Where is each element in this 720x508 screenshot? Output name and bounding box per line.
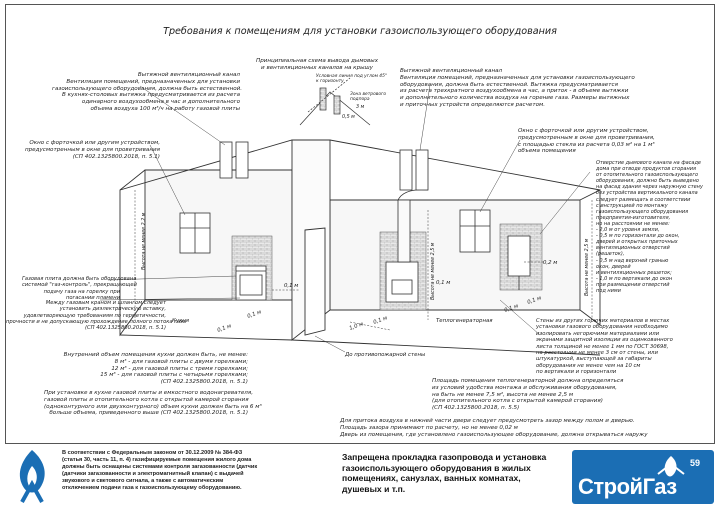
room-label-kitchen: Кухня bbox=[172, 318, 190, 324]
wall-height-right: Высота не менее 2,5 м bbox=[584, 238, 590, 296]
boiler-icon bbox=[385, 189, 429, 303]
footer-ban-text: Запрещена прокладка газопровода и устано… bbox=[342, 452, 547, 494]
note-door-gap: Для притока воздуха в нижней части двери… bbox=[340, 418, 648, 438]
window-left bbox=[179, 212, 211, 254]
roof-label-r2: 0,5 м bbox=[342, 114, 355, 120]
footer-law-text: В соответствии с Федеральным законом от … bbox=[62, 450, 258, 491]
wall-height-left: Высота не менее 2,2 м bbox=[141, 212, 147, 270]
gas-stove-icon bbox=[235, 265, 267, 301]
gas-flame-logo-icon bbox=[19, 450, 45, 503]
footer: В соответствии с Федеральным законом от … bbox=[0, 444, 720, 508]
dim-label: 0,1 м bbox=[284, 283, 298, 289]
note-kitchen-extra: При установке в кухне газовой плиты и ем… bbox=[44, 390, 262, 417]
brand-logo: 59 СтройГаз bbox=[572, 450, 714, 504]
brand-number: 59 bbox=[690, 458, 701, 468]
dim-label: 1,0 м bbox=[349, 321, 365, 332]
brand-flame-icon bbox=[657, 456, 685, 477]
note-vent-kitchen: Вытяжной вентиляционный канал Вентиляция… bbox=[52, 72, 243, 112]
dim-label: 0,1 м bbox=[247, 309, 263, 320]
dim-label: 0,1 м bbox=[436, 280, 450, 286]
roof-scheme bbox=[299, 77, 371, 126]
note-dielectric: Между газовым краном и шлангом следует у… bbox=[6, 300, 187, 332]
room-label-boiler: Теплогенераторная bbox=[436, 318, 493, 324]
dim-label: 0,2 м bbox=[543, 260, 557, 266]
dim-label: 0,1 м bbox=[373, 315, 389, 326]
roof-zone-label: Условная линия под углом 45° к горизонту bbox=[316, 74, 388, 85]
roof-label-r1: 3 м bbox=[356, 104, 365, 110]
window-right bbox=[459, 209, 491, 253]
dim-label: 0,1 м bbox=[217, 323, 233, 334]
roof-wind-label: Зона ветрового подпора bbox=[350, 92, 387, 103]
note-roof-scheme: Принципиальная схема вывода дымовых и ве… bbox=[255, 58, 379, 71]
note-wall-insulation: Стены из других горючих материалов в мес… bbox=[536, 318, 673, 376]
page-title: Требования к помещениям для установки га… bbox=[163, 26, 557, 37]
water-heater-icon bbox=[507, 235, 531, 290]
wall-height-mid: Высота не менее 2,5 м bbox=[430, 242, 436, 300]
note-vent-boiler: Вытяжной вентиляционный канал Вентиляция… bbox=[400, 68, 635, 108]
leader-lines bbox=[99, 84, 591, 353]
partition-wall bbox=[291, 139, 331, 341]
dim-label: 0,1 м bbox=[527, 295, 543, 306]
drawing-frame bbox=[5, 4, 715, 444]
note-window-boiler: Окно с форточкой или другим устройством,… bbox=[518, 128, 655, 155]
room-label-fire-wall: До противопожарной стены bbox=[344, 352, 426, 358]
note-kitchen-volume: Внутренний объем помещения кухни должен … bbox=[63, 352, 248, 386]
brand-name: СтройГаз bbox=[578, 474, 677, 499]
room-diagram: Высота не менее 2,2 м Высота не менее 2,… bbox=[99, 77, 601, 358]
note-chimney-outlet: Отверстие дымового канала на фасаде дома… bbox=[596, 160, 703, 294]
dimension-lines bbox=[134, 190, 593, 331]
vent-channels bbox=[219, 141, 429, 191]
note-boiler-area: Площадь помещения теплогенераторной долж… bbox=[432, 378, 624, 412]
note-gas-control: Газовая плита должна быть оборудована си… bbox=[22, 276, 137, 301]
dim-label: 0,1 м bbox=[504, 303, 520, 314]
note-window-kitchen: Окно с форточкой или другим устройством,… bbox=[24, 140, 160, 160]
